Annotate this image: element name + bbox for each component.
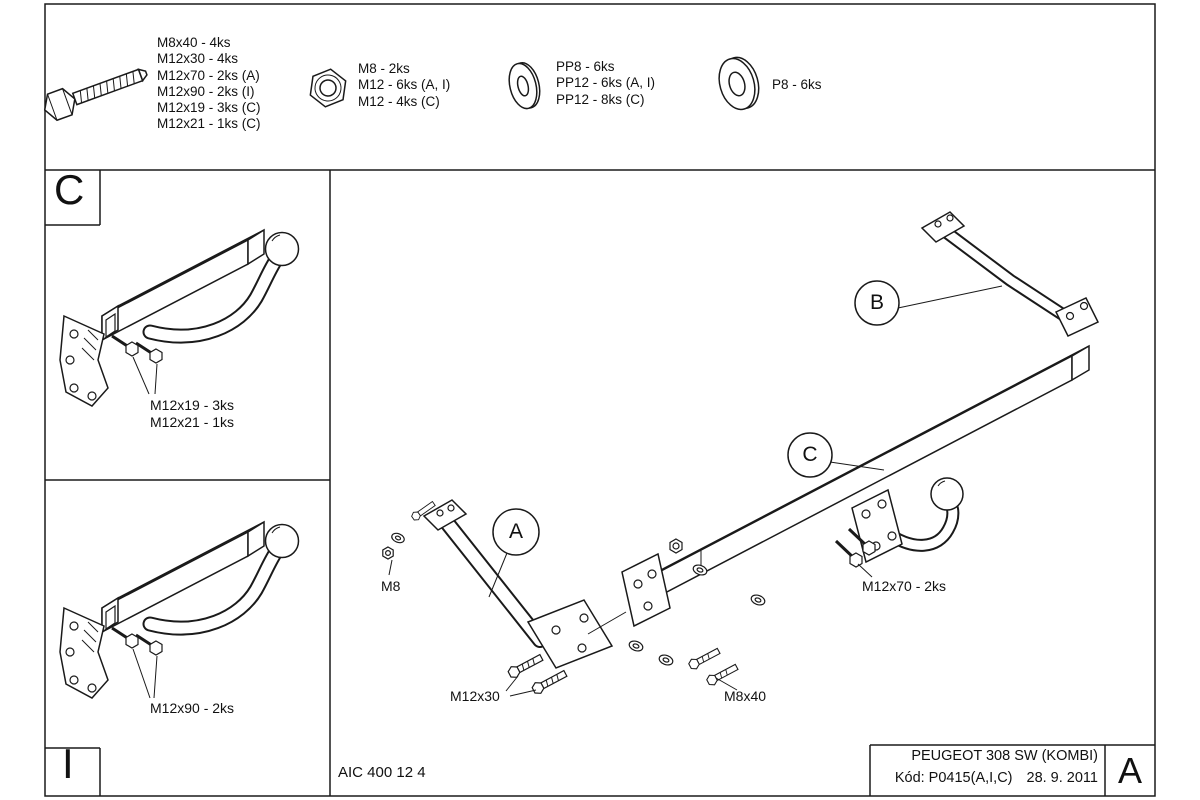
tow-ball <box>930 477 964 511</box>
legend-line: M12x21 - 1ks (C) <box>157 116 261 132</box>
callout-a: A <box>508 520 524 543</box>
sheet-frame <box>44 3 1156 797</box>
bolt-m12x30 <box>531 669 568 694</box>
bolt-m8x40 <box>688 647 721 670</box>
legend-line: M12x90 - 2ks (I) <box>157 83 255 99</box>
annotation-m12x30: M12x30 <box>450 688 500 704</box>
legend-line: M8x40 - 4ks <box>157 35 231 50</box>
towball-detail-c-drawing <box>59 228 300 407</box>
product-code: Kód: P0415(A,I,C) <box>894 770 1013 786</box>
sheet-revision-label: A <box>1117 749 1142 791</box>
legend-line: M12 - 4ks (C) <box>358 93 440 109</box>
washer-icon <box>508 61 541 110</box>
legend-line: M8 - 2ks <box>358 61 410 76</box>
tow-ball <box>264 523 300 559</box>
large-washer-icon <box>718 56 760 111</box>
legend-line: P8 - 6ks <box>772 77 822 92</box>
legend-line: PP12 - 6ks (A, I) <box>556 75 656 91</box>
legend-line: PP12 - 8ks (C) <box>556 91 645 107</box>
washer-pp12 <box>692 564 708 576</box>
bolt-m8x40 <box>706 663 739 686</box>
legend-line: M12x70 - 2ks (A) <box>157 67 260 83</box>
hex-nut-icon <box>309 68 347 108</box>
crossbar-end-plate <box>621 552 671 628</box>
legend-line: M12x19 - 3ks (C) <box>157 100 261 116</box>
annotation-m12x90: M12x90 - 2ks <box>150 700 235 716</box>
callout-circles <box>488 280 1003 598</box>
nut-m12 <box>669 538 683 554</box>
legend-line: PP8 - 6ks <box>556 59 615 74</box>
hex-bolt-icon <box>43 68 148 122</box>
washer-pp12 <box>658 654 674 666</box>
bolt-quantity-list: M8x40 - 4ks M12x30 - 4ks M12x70 - 2ks (A… <box>157 35 261 133</box>
side-bracket-b <box>920 211 1100 337</box>
bolt-m12x30 <box>507 653 544 678</box>
towball-detail-i-drawing <box>59 520 300 699</box>
annotation-m12x70: M12x70 - 2ks <box>862 578 947 594</box>
legend-line: M12 - 6ks (A, I) <box>358 77 451 93</box>
callout-c: C <box>802 443 818 466</box>
washer-pp12 <box>628 640 644 652</box>
spring-washer-quantity-list: PP8 - 6ks PP12 - 6ks (A, I) PP12 - 8ks (… <box>556 59 655 108</box>
product-code-row: Kód: P0415(A,I,C) 28. 9. 2011 <box>872 770 1098 786</box>
side-bracket-a <box>422 499 627 669</box>
washer-p8 <box>391 532 405 544</box>
panel-i-label: I <box>62 740 74 787</box>
crossbar <box>639 344 1090 608</box>
bolt-m12x70 <box>834 527 876 568</box>
main-assembly-drawing <box>382 211 1100 697</box>
tow-ball <box>264 231 300 267</box>
annotation-m8: M8 <box>381 578 401 594</box>
legend-line: M12x30 - 4ks <box>157 51 239 67</box>
vehicle-name: PEUGEOT 308 SW (KOMBI) <box>911 748 1098 764</box>
nut-quantity-list: M8 - 2ks M12 - 6ks (A, I) M12 - 4ks (C) <box>358 61 450 110</box>
callout-b: B <box>869 291 885 314</box>
washer-pp12 <box>750 594 766 606</box>
panel-c-label: C <box>54 166 85 213</box>
annotation-m8x40: M8x40 <box>724 688 767 704</box>
drawing-number: AIC 400 12 4 <box>338 764 426 781</box>
nut-m8 <box>382 546 394 560</box>
annotation-m12x21: M12x21 - 1ks <box>150 414 235 430</box>
flat-washer-quantity-list: P8 - 6ks <box>772 77 822 93</box>
bolt-m8 <box>411 500 436 521</box>
drawing-date: 28. 9. 2011 <box>1026 770 1099 786</box>
annotation-m12x19: M12x19 - 3ks <box>150 397 235 413</box>
